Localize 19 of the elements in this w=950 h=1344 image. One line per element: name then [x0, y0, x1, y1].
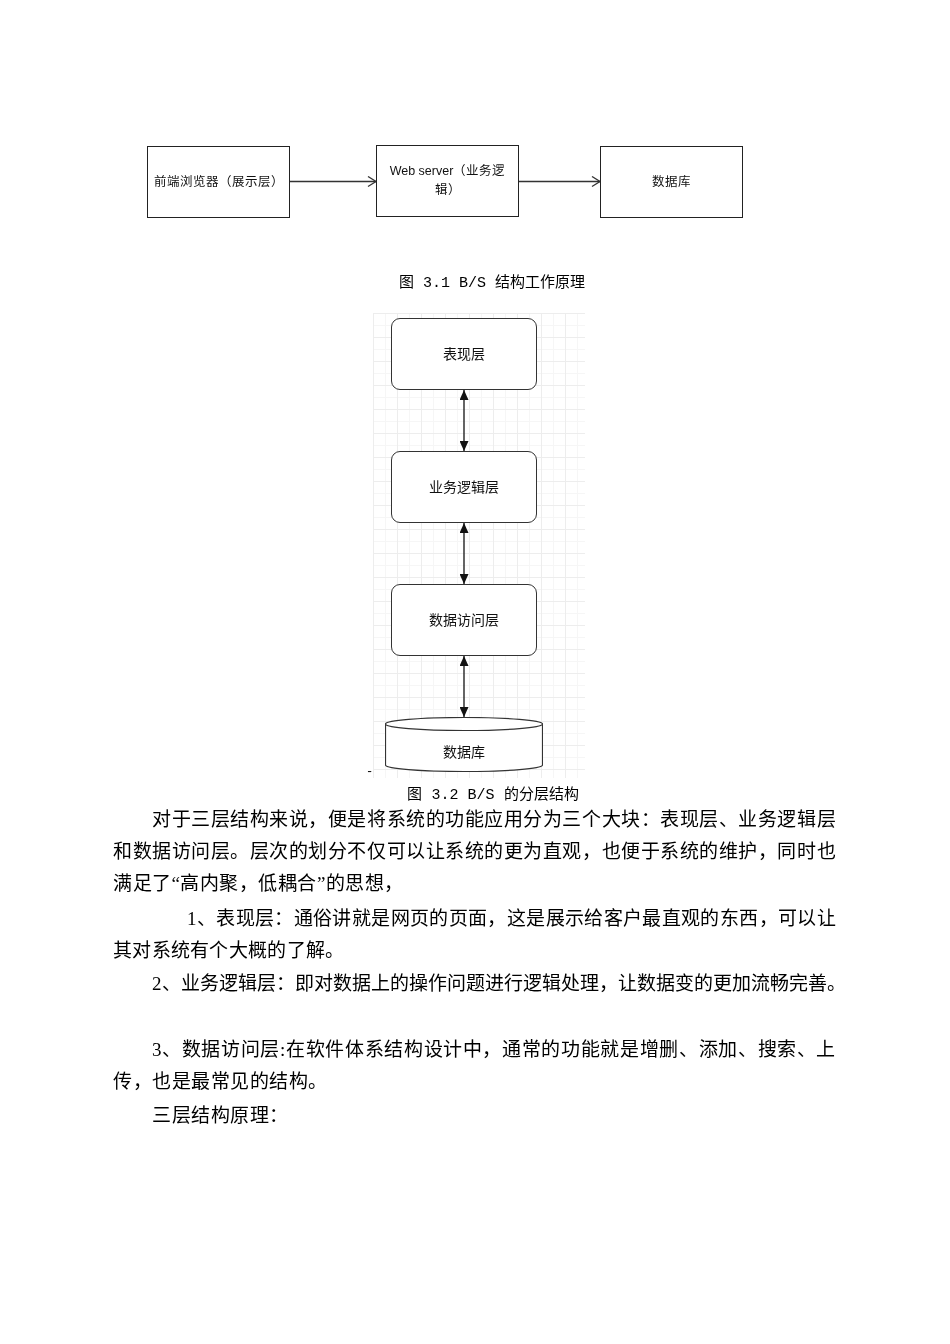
process-box: 前端浏览器（展示层）	[147, 146, 290, 218]
paragraph: 3、数据访问层:在软件体系结构设计中，通常的功能就是增删、添加、搜索、上传，也是最常见的结构。	[113, 1038, 836, 1094]
rounded-box: 业务逻辑层	[391, 451, 537, 523]
arrow	[289, 175, 377, 188]
figure-caption: 图 3.1 B/S 结构工作原理	[399, 275, 585, 293]
paragraph: 三层结构原理：	[151, 1104, 289, 1128]
process-box: 数据库	[600, 146, 743, 218]
process-box: Web server（业务逻辑）	[376, 145, 519, 217]
double-arrow	[459, 655, 469, 718]
paragraph: 2、业务逻辑层：即对数据上的操作问题进行逻辑处理，让数据变的更加流畅完善。	[151, 972, 847, 996]
arrow	[518, 175, 601, 188]
double-arrow	[459, 522, 469, 585]
rounded-box: 数据访问层	[391, 584, 537, 656]
paragraph: 对于三层结构来说，便是将系统的功能应用分为三个大块：表现层、业务逻辑层和数据访问层。层次的划分不仅可以让系统的更为直观，也便于系统的维护，同时也满足了“高内聚，低耦合”的思想，	[113, 808, 836, 896]
figure-caption: 图 3.2 B/S 的分层结构	[407, 788, 579, 804]
double-arrow	[459, 389, 469, 452]
paragraph: 1、表现层：通俗讲就是网页的页面，这是展示给客户最直观的东西，可以让其对系统有个大概的了解。	[113, 907, 836, 963]
dash-mark: -	[366, 765, 374, 779]
rounded-box: 表现层	[391, 318, 537, 390]
